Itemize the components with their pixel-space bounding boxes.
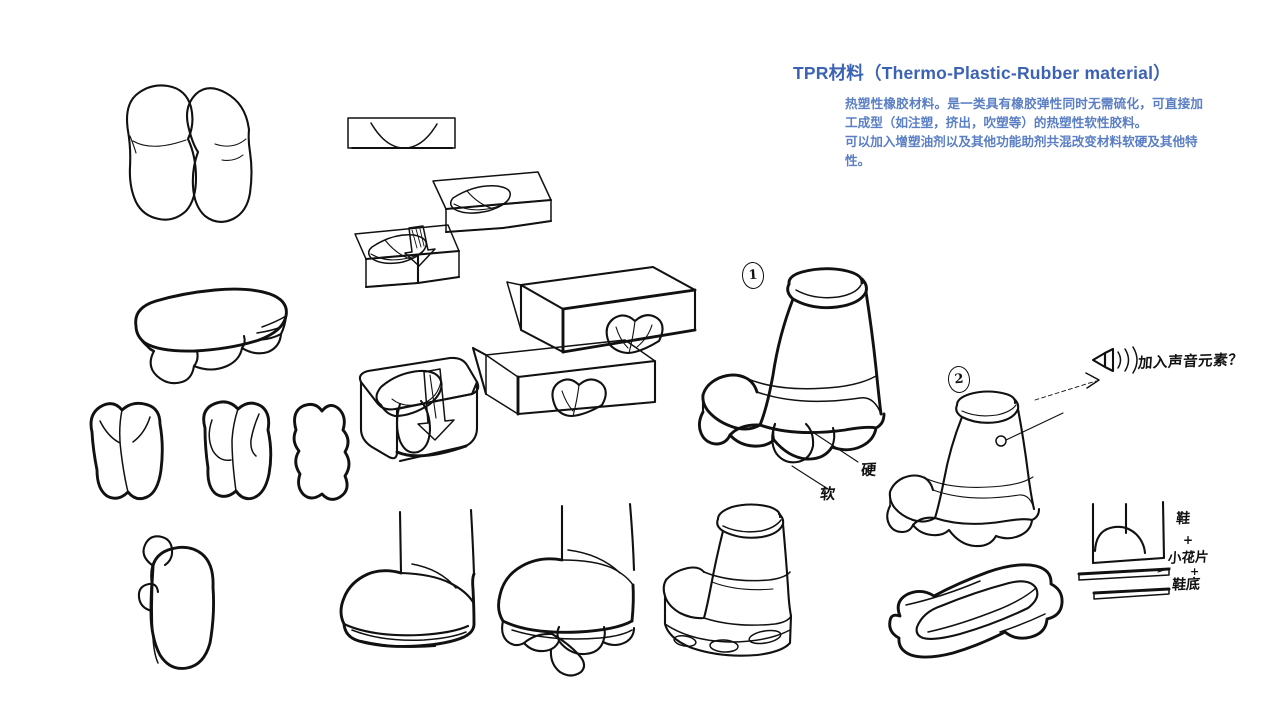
label-hard: 硬 — [860, 460, 877, 480]
speaker-icon — [1091, 346, 1138, 374]
mold-block-lower-right — [471, 339, 657, 418]
page-title: TPR材料（Thermo-Plastic-Rubber material） — [793, 63, 1171, 83]
sole-variants-row — [89, 400, 351, 501]
insole-single — [137, 535, 216, 670]
description-paragraph-1: 热塑性橡胶材料。是一类具有橡胶弹性同时无需硫化，可直接加工成型（如注塑，挤出，吹… — [845, 96, 1203, 130]
sole-perspective — [134, 287, 288, 385]
mold-cross-section — [347, 117, 456, 150]
boot-step-two — [886, 372, 1100, 548]
label-soft: 软 — [819, 484, 836, 504]
boot-step-one — [697, 267, 886, 464]
sole-outline-bottom-right — [888, 563, 1064, 659]
label-stack-upper: 鞋 — [1175, 510, 1191, 528]
sole-stack-diagram — [1077, 500, 1194, 600]
description-block: 热塑性橡胶材料。是一类具有橡胶弹性同时无需硫化，可直接加工成型（如注塑，挤出，吹… — [793, 95, 1253, 172]
label-stack-plus-1: + — [1183, 533, 1194, 547]
boot-toe-study-right — [497, 502, 636, 677]
mold-block-rounded — [358, 356, 480, 463]
label-stack-lower: 鞋底 — [1171, 576, 1201, 594]
material-leader-lines — [791, 430, 859, 490]
label-stack-middle: 小花片 — [1167, 549, 1210, 567]
mold-block-arrow — [354, 224, 461, 289]
mold-block-upper — [432, 171, 553, 234]
text-panel: TPR材料（Thermo-Plastic-Rubber material） 热塑… — [793, 62, 1253, 171]
label-stack-plus-2: + — [1190, 565, 1200, 578]
boot-toe-study-left — [339, 508, 476, 648]
boot-vented-sole — [662, 503, 793, 657]
description-paragraph-2: 可以加入增塑油剂以及其他功能助剂共混改变材料软硬及其他特性。 — [845, 135, 1198, 169]
foot-outline-pair — [125, 84, 253, 223]
mold-block-large — [506, 265, 697, 355]
